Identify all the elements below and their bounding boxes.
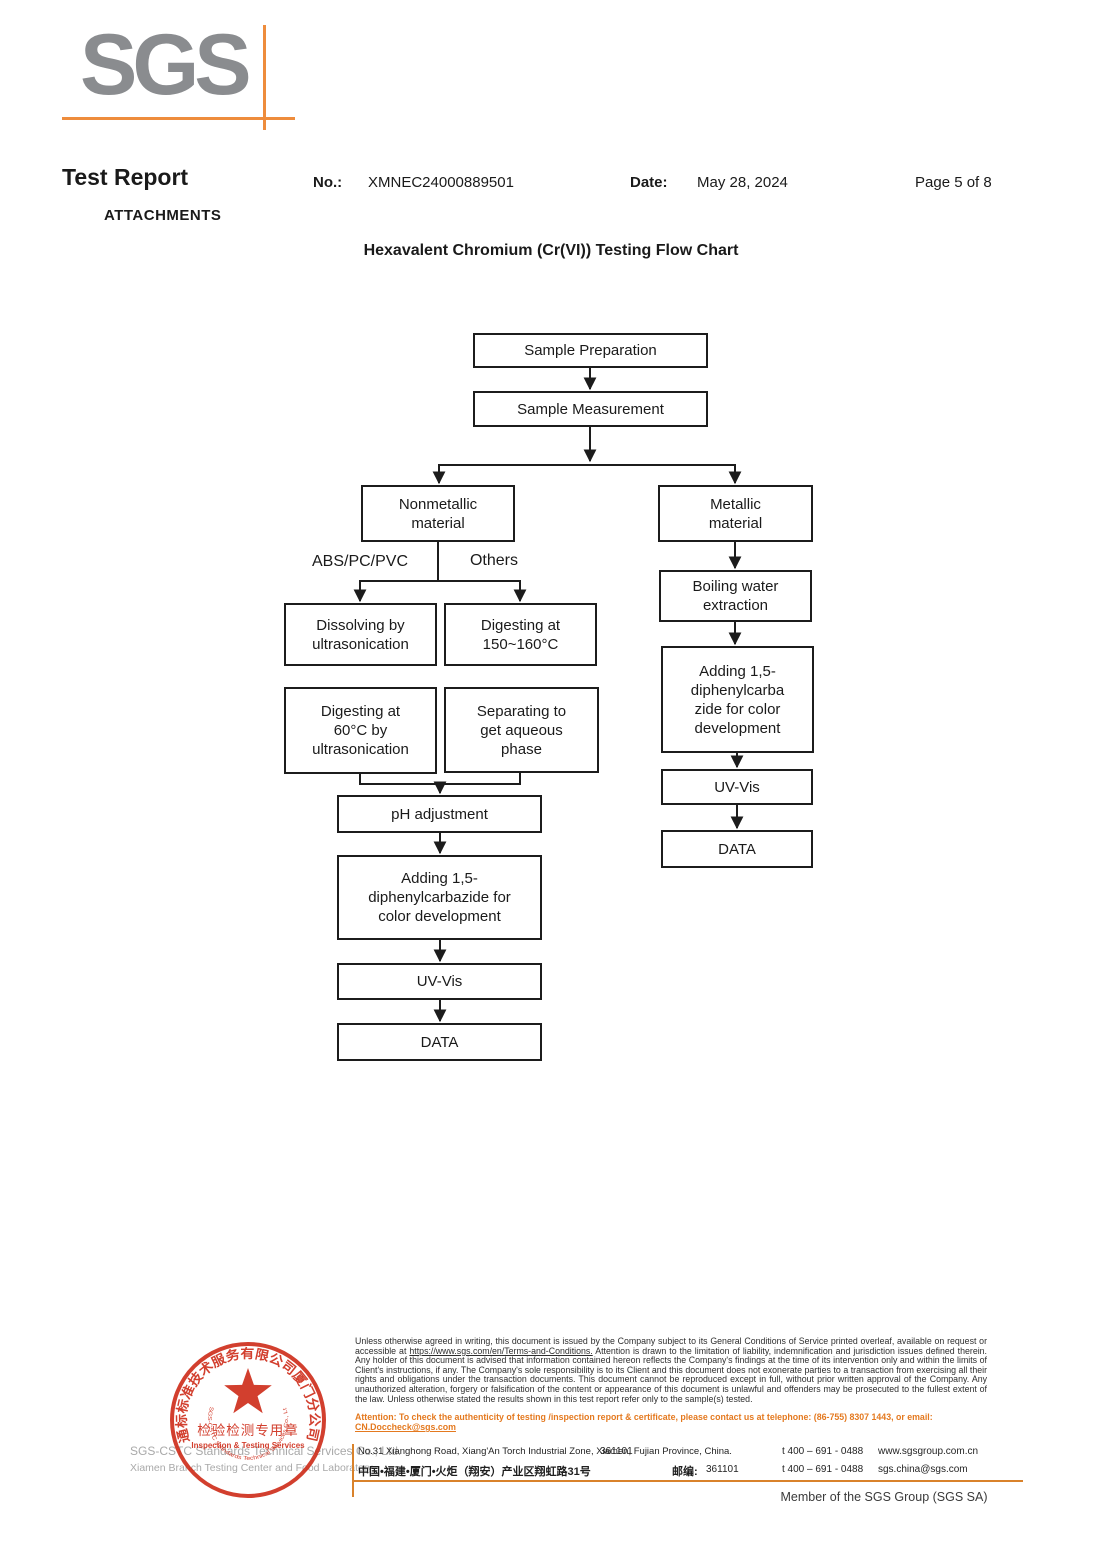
footer-vertical-rule [352,1444,354,1497]
flowchart-connectors [353,368,744,1023]
report-date-value: May 28, 2024 [697,174,788,191]
node-sample-preparation: Sample Preparation [473,333,708,368]
node-ph-adjustment: pH adjustment [337,795,542,833]
address-english: No.31 Xianghong Road, Xiang'An Torch Ind… [358,1446,732,1457]
footer-company-line1: SGS-CSTC Standards Technical Services Co… [130,1444,402,1458]
node-uv-vis-right: UV-Vis [661,769,813,805]
postal-code-english: 361101 [600,1446,633,1457]
telephone-1: t 400 – 691 - 0488 [782,1446,864,1457]
report-title: Test Report [62,164,189,190]
logo-crosshair-vertical [263,25,266,130]
stamp-star-icon [224,1368,272,1414]
attachments-label: ATTACHMENTS [104,207,222,224]
node-data-right: DATA [661,830,813,868]
inspection-stamp: 通标标准技术服务有限公司厦门分公司 SGS-CSTC Standards Tec… [163,1335,326,1498]
node-nonmetallic-material: Nonmetallic material [361,485,515,542]
flowchart-title: Hexavalent Chromium (Cr(VI)) Testing Flo… [363,242,739,259]
report-no-value: XMNEC24000889501 [368,174,514,191]
node-digesting-150-160: Digesting at 150~160°C [444,603,597,666]
node-boiling-water-extraction: Boiling water extraction [659,570,812,622]
email-link[interactable]: sgs.china@sgs.com [878,1464,968,1475]
postal-code-chinese: 361101 [706,1464,739,1475]
address-chinese: 中国•福建•厦门•火炬（翔安）产业区翔虹路31号 [358,1466,591,1478]
stamp-line-en: Inspection & Testing Services [191,1441,305,1450]
node-sample-measurement: Sample Measurement [473,391,708,427]
report-date-label: Date: [630,174,668,191]
telephone-2: t 400 – 691 - 0488 [782,1464,864,1475]
footer-legal-text: Unless otherwise agreed in writing, this… [355,1336,987,1404]
branch-label-abs-pc-pvc: ABS/PC/PVC [311,553,409,570]
logo-crosshair-horizontal [62,117,295,120]
node-adding-diphenylcarbazide-right: Adding 1,5- diphenylcarba zide for color… [661,646,814,753]
doccheck-email-link[interactable]: CN.Doccheck@sgs.com [355,1422,456,1432]
node-adding-diphenylcarbazide-left: Adding 1,5- diphenylcarbazide for color … [337,855,542,940]
node-digesting-60-ultrasonication: Digesting at 60°C by ultrasonication [284,687,437,774]
legal-text-after: Attention is drawn to the limitation of … [355,1345,987,1404]
branch-label-others: Others [469,552,518,569]
website-link[interactable]: www.sgsgroup.com.cn [878,1446,979,1457]
node-metallic-material: Metallic material [658,485,813,542]
terms-and-conditions-link[interactable]: https://www.sgs.com/en/Terms-and-Conditi… [409,1345,593,1356]
sgs-logo: SGS [80,17,252,113]
member-of-sgs-group: Member of the SGS Group (SGS SA) [780,1490,988,1504]
attention-text: Attention: To check the authenticity of … [355,1412,933,1422]
page-number: Page 5 of 8 [915,174,992,191]
footer-attention-text: Attention: To check the authenticity of … [355,1412,987,1432]
report-no-label: No.: [313,174,343,191]
postal-label-chinese: 邮编: [672,1466,698,1478]
node-dissolving-ultrasonication: Dissolving by ultrasonication [284,603,437,666]
stamp-line-cn: 检验检测专用章 [197,1422,299,1438]
footer-orange-rule [352,1480,1023,1482]
node-data-left: DATA [337,1023,542,1061]
node-separating-aqueous-phase: Separating to get aqueous phase [444,687,599,773]
legal-text-before: Unless otherwise agreed in writing, this… [355,1336,987,1356]
node-uv-vis-left: UV-Vis [337,963,542,1000]
